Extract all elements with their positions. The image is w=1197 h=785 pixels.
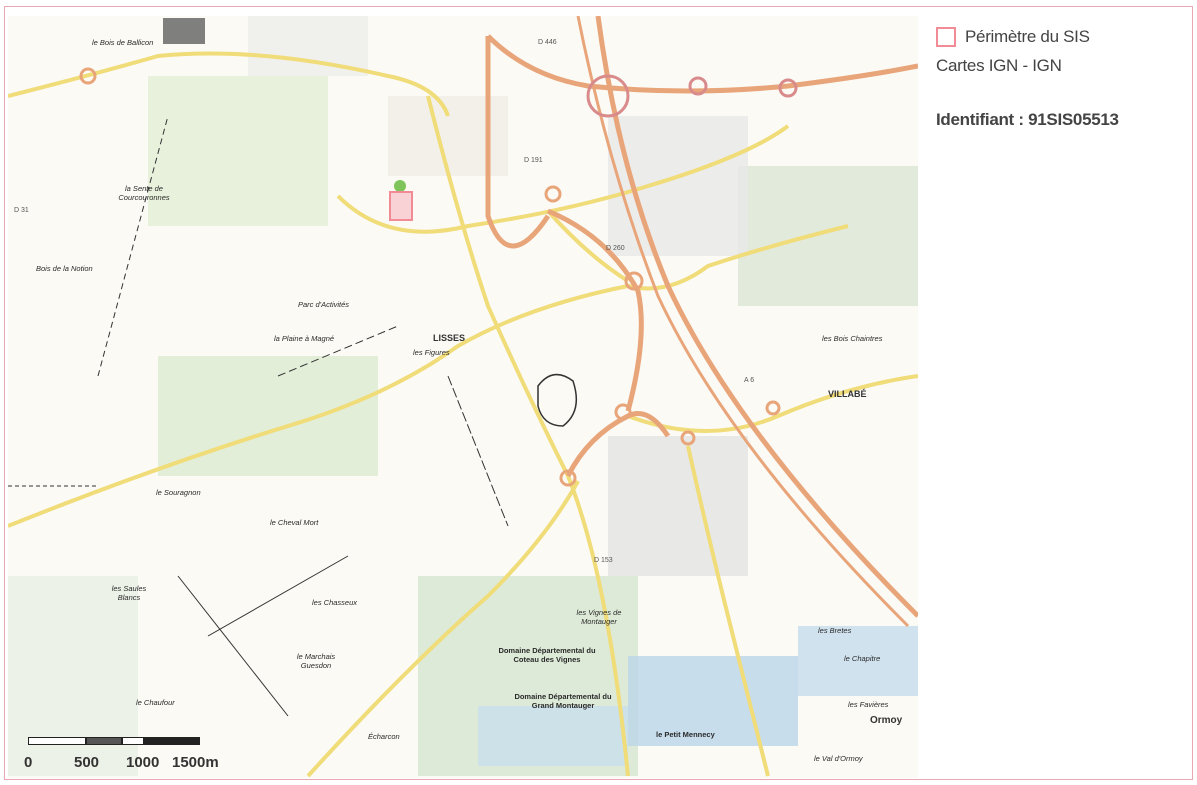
roundabout xyxy=(559,469,577,487)
scale-tick-label: 500 xyxy=(74,754,100,771)
town-label: VILLABÉ xyxy=(828,389,867,399)
map-label: les Vignes de Montauger xyxy=(576,608,622,626)
road-label: D 260 xyxy=(606,245,625,252)
legend-source: Cartes IGN - IGN xyxy=(936,56,1062,75)
map-label: Écharcon xyxy=(368,732,400,741)
map-label: les Bois Chaintres xyxy=(822,334,883,343)
water-area xyxy=(478,706,628,766)
scale-segment xyxy=(144,737,200,745)
map-label: les Figures xyxy=(413,348,450,357)
map-label: les Chasseux xyxy=(312,598,358,607)
water-area xyxy=(628,656,798,746)
map-label: le Chapitre xyxy=(844,654,881,663)
urban-area xyxy=(608,116,748,256)
scale-tick-label: 0 xyxy=(24,754,33,771)
urban-area xyxy=(608,436,748,576)
map-label: les Favières xyxy=(848,700,889,709)
roundabout xyxy=(79,67,97,85)
town-label: LISSES xyxy=(433,333,466,343)
map-view[interactable]: le Bois de Ballicon la Sente de Courcour… xyxy=(8,16,918,778)
road-label: D 31 xyxy=(14,207,29,214)
scale-bar xyxy=(28,737,200,747)
map-label: la Sente de Courcouronnes xyxy=(118,184,170,202)
site-tree-marker xyxy=(394,180,406,192)
map-label: Parc d'Activités xyxy=(298,300,350,309)
legend-identifier: Identifiant : 91SIS05513 xyxy=(936,110,1119,129)
perimeter-swatch xyxy=(936,27,956,47)
map-legend: Périmètre du SIS Cartes IGN - IGN Identi… xyxy=(936,24,1186,130)
map-label: le Marchais Guesdon xyxy=(296,652,336,670)
roundabout xyxy=(765,400,781,416)
map-label: le Bois de Ballicon xyxy=(92,38,154,47)
map-label: le Chaufour xyxy=(136,698,175,707)
road-label: D 153 xyxy=(594,557,613,564)
map-label: la Plaine à Magné xyxy=(274,334,335,343)
secondary-roads xyxy=(8,51,918,778)
woods-area xyxy=(163,18,205,44)
map-label: Domaine Départemental du Grand Montauger xyxy=(514,692,612,710)
roundabout xyxy=(624,271,644,291)
map-label: le Souragnon xyxy=(156,488,201,497)
scale-segment xyxy=(122,737,144,745)
road-label: A 6 xyxy=(744,377,755,384)
roundabout xyxy=(680,430,696,446)
scale-segment xyxy=(86,737,122,745)
woods-area xyxy=(738,166,918,306)
map-frame xyxy=(4,6,1193,780)
sis-perimeter xyxy=(389,191,413,221)
main-roads xyxy=(485,16,918,628)
roundabout xyxy=(688,76,708,96)
map-background xyxy=(8,16,918,778)
water-area xyxy=(798,626,918,696)
town-label: Ormoy xyxy=(870,715,903,726)
scale-tick-label: 1000 xyxy=(126,754,160,771)
road-label: D 446 xyxy=(538,39,557,46)
road-label: D 191 xyxy=(524,157,543,164)
pond-outline xyxy=(537,373,578,427)
legend-perimeter-label: Périmètre du SIS xyxy=(965,27,1090,46)
scale-segment xyxy=(28,737,86,745)
roundabout xyxy=(614,403,632,421)
woods-area xyxy=(148,76,328,226)
roundabout xyxy=(586,74,630,118)
map-label: le Val d'Ormoy xyxy=(814,754,863,763)
roundabout xyxy=(778,78,798,98)
map-label: le Cheval Mort xyxy=(270,518,319,527)
map-label: les Bretes xyxy=(818,626,852,635)
legend-perimeter-row: Périmètre du SIS xyxy=(936,24,1186,50)
paths xyxy=(8,115,509,717)
map-label: Domaine Départemental du Coteau des Vign… xyxy=(498,646,596,664)
roundabout xyxy=(544,185,562,203)
map-label: le Petit Mennecy xyxy=(656,730,715,739)
scale-tick-label: 1500m xyxy=(172,754,219,771)
map-label: Bois de la Notion xyxy=(36,264,93,273)
map-label: les Saules Blancs xyxy=(111,584,147,602)
